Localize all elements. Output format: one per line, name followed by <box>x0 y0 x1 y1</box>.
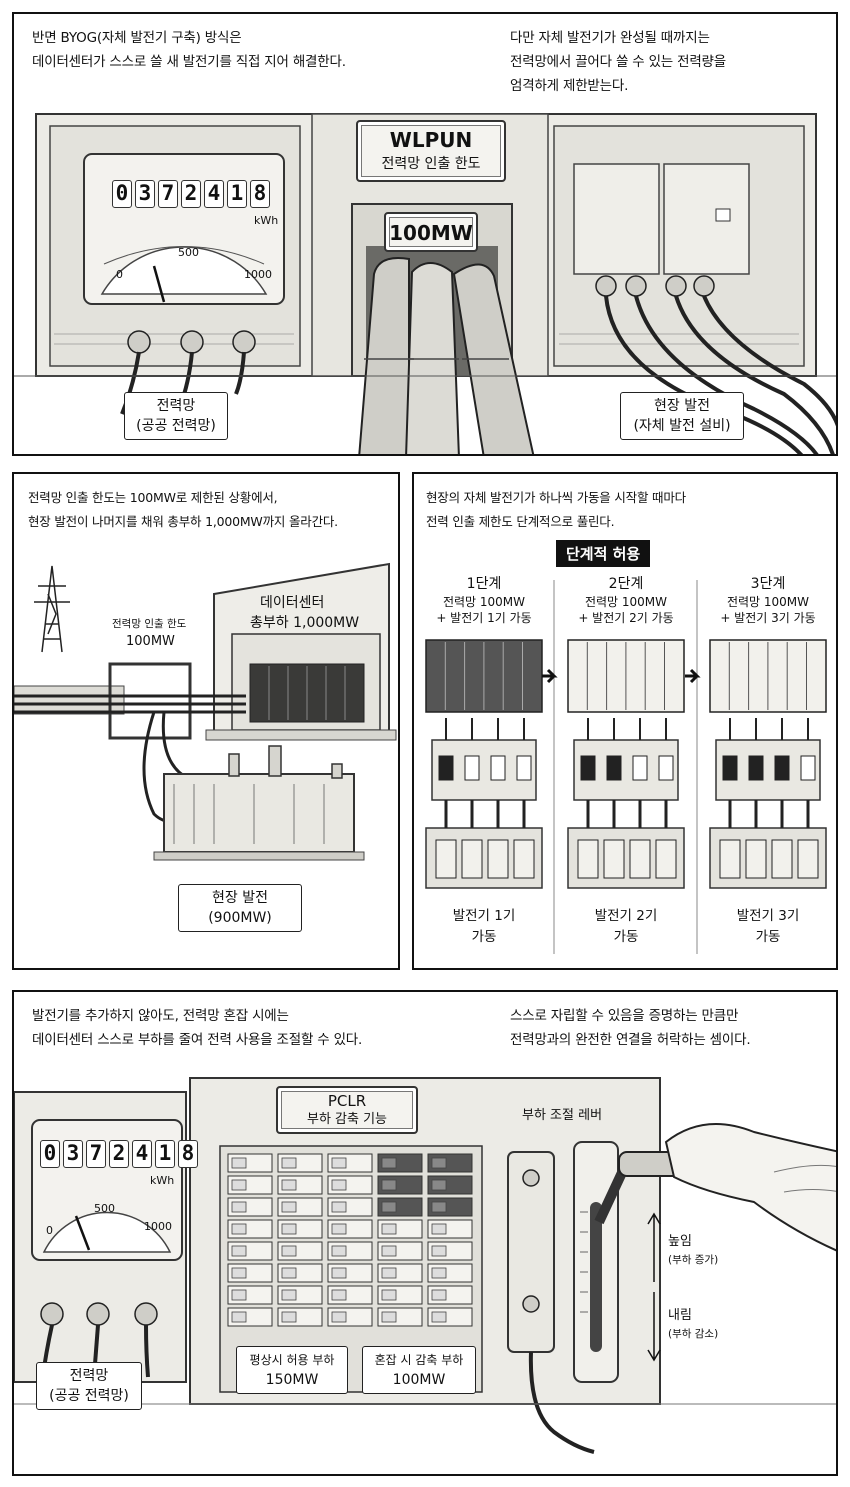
sign-subtitle: 전력망 인출 한도 <box>381 156 481 172</box>
datacenter-name: 데이터센터 <box>260 595 325 611</box>
down-label: 내림 <box>668 1308 692 1323</box>
congestion-load-label: 혼잡 시 감축 부하 100MW <box>362 1346 476 1394</box>
limit-value-plate: 100MW <box>384 212 478 252</box>
staged-generators-illustration <box>425 580 827 954</box>
lever-label: 부하 조절 레버 <box>522 1108 603 1123</box>
onsite-generation-label: 현장 발전 (900MW) <box>178 884 302 932</box>
dial-min: 0 <box>116 268 123 281</box>
panel-staged-allowance: 현장의 자체 발전기가 하나씩 가동을 시작할 때마다 전력 인출 제한도 단계… <box>412 472 838 970</box>
up-label: 높임 <box>668 1234 692 1249</box>
caption-right: 다만 자체 발전기가 완성될 때까지는 전력망에서 끌어다 쓸 수 있는 전력량… <box>510 30 726 94</box>
caption-left: 발전기를 추가하지 않아도, 전력망 혼잡 시에는 데이터센터 스스로 부하를 … <box>32 1008 363 1048</box>
onsite-generation-label: 현장 발전 (자체 발전 설비) <box>620 392 744 440</box>
sign-title: WLPUN <box>389 128 473 152</box>
pclr-sign: PCLR 부하 감축 기능 <box>276 1086 418 1134</box>
meter-unit: kWh <box>150 1174 175 1187</box>
caption-right: 스스로 자립할 수 있음을 증명하는 만큼만 전력망과의 완전한 연결을 허락하… <box>510 1008 751 1048</box>
grid-label: 전력망 (공공 전력망) <box>124 392 228 440</box>
meter-unit: kWh <box>254 214 279 227</box>
dial-max: 1000 <box>244 268 272 281</box>
stage-2-title: 2단계 전력망 100MW + 발전기 2기 가동 <box>578 576 674 625</box>
stage-3-title: 3단계 전력망 100MW + 발전기 3기 가동 <box>720 576 816 625</box>
staged-allowance-badge: 단계적 허용 <box>556 540 651 567</box>
stage-1-title: 1단계 전력망 100MW + 발전기 1기 가동 <box>436 576 532 625</box>
caption: 현장의 자체 발전기가 하나씩 가동을 시작할 때마다 전력 인출 제한도 단계… <box>426 490 686 529</box>
grid-limit-sign: WLPUN 전력망 인출 한도 <box>356 120 506 182</box>
caption: 전력망 인출 한도는 100MW로 제한된 상황에서, 현장 발전이 나머지를 … <box>28 490 338 529</box>
sign-title: PCLR <box>327 1092 367 1110</box>
down-sub-label: (부하 감소) <box>668 1328 719 1340</box>
panel-total-load: 전력망 인출 한도는 100MW로 제한된 상황에서, 현장 발전이 나머지를 … <box>12 472 400 970</box>
kwh-meter-digits: 0 3 7 2 4 1 8 <box>112 180 270 208</box>
normal-load-label: 평상시 허용 부하 150MW <box>236 1346 348 1394</box>
stage-1-footer: 발전기 1기 가동 <box>452 908 516 945</box>
kwh-meter-digits: 0 3 7 2 4 1 8 <box>40 1140 198 1168</box>
datacenter-total-load: 총부하 1,000MW <box>250 615 360 631</box>
dial-mid: 500 <box>178 246 199 259</box>
datacenter-illustration <box>14 562 397 861</box>
panel-load-reduction: 발전기를 추가하지 않아도, 전력망 혼잡 시에는 데이터센터 스스로 부하를 … <box>12 990 838 1476</box>
sign-subtitle: 부하 감축 기능 <box>306 1112 388 1127</box>
grid-label: 전력망 (공공 전력망) <box>36 1362 142 1410</box>
up-sub-label: (부하 증가) <box>668 1254 719 1266</box>
dial-min: 0 <box>46 1224 53 1237</box>
dial-mid: 500 <box>94 1202 115 1215</box>
stage-3-footer: 발전기 3기 가동 <box>736 908 800 945</box>
panel-byog-intro: 반면 BYOG(자체 발전기 구축) 방식은 데이터센터가 스스로 쓸 새 발전… <box>12 12 838 456</box>
stage-2-footer: 발전기 2기 가동 <box>594 908 658 945</box>
caption-left: 반면 BYOG(자체 발전기 구축) 방식은 데이터센터가 스스로 쓸 새 발전… <box>32 30 346 70</box>
dial-max: 1000 <box>144 1220 172 1233</box>
grid-limit-value: 100MW <box>126 634 175 649</box>
grid-limit-label: 전력망 인출 한도 <box>112 618 187 630</box>
